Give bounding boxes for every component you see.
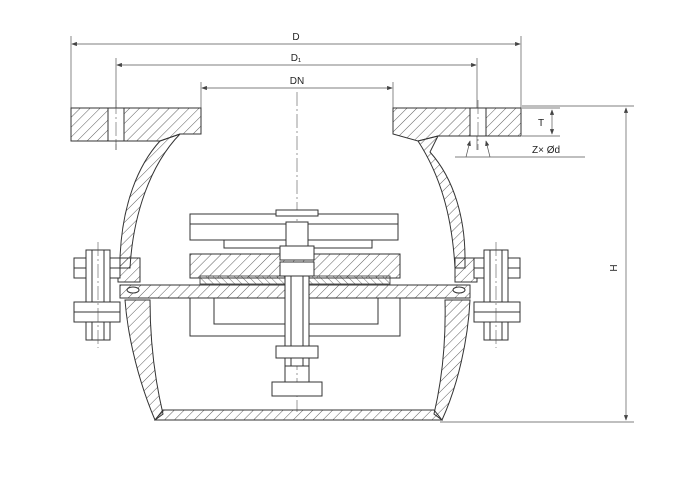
top-flange <box>70 100 522 150</box>
bolt-right <box>473 242 521 348</box>
label-d: D <box>292 32 299 43</box>
valve-body <box>117 133 478 421</box>
dimension-d: D <box>70 32 522 108</box>
label-dn: DN <box>290 76 304 87</box>
dimension-dn: DN <box>200 76 394 108</box>
bolt-left <box>73 242 121 348</box>
dimension-bolt-holes: Z× Ød <box>455 140 585 158</box>
dimension-t: T <box>522 107 560 137</box>
label-bolt-holes: Z× Ød <box>532 145 560 156</box>
label-h: H <box>609 264 620 271</box>
center-stem <box>271 221 323 397</box>
dimension-h: H <box>440 105 634 423</box>
label-t: T <box>538 118 544 129</box>
label-d1: D₁ <box>291 53 302 64</box>
